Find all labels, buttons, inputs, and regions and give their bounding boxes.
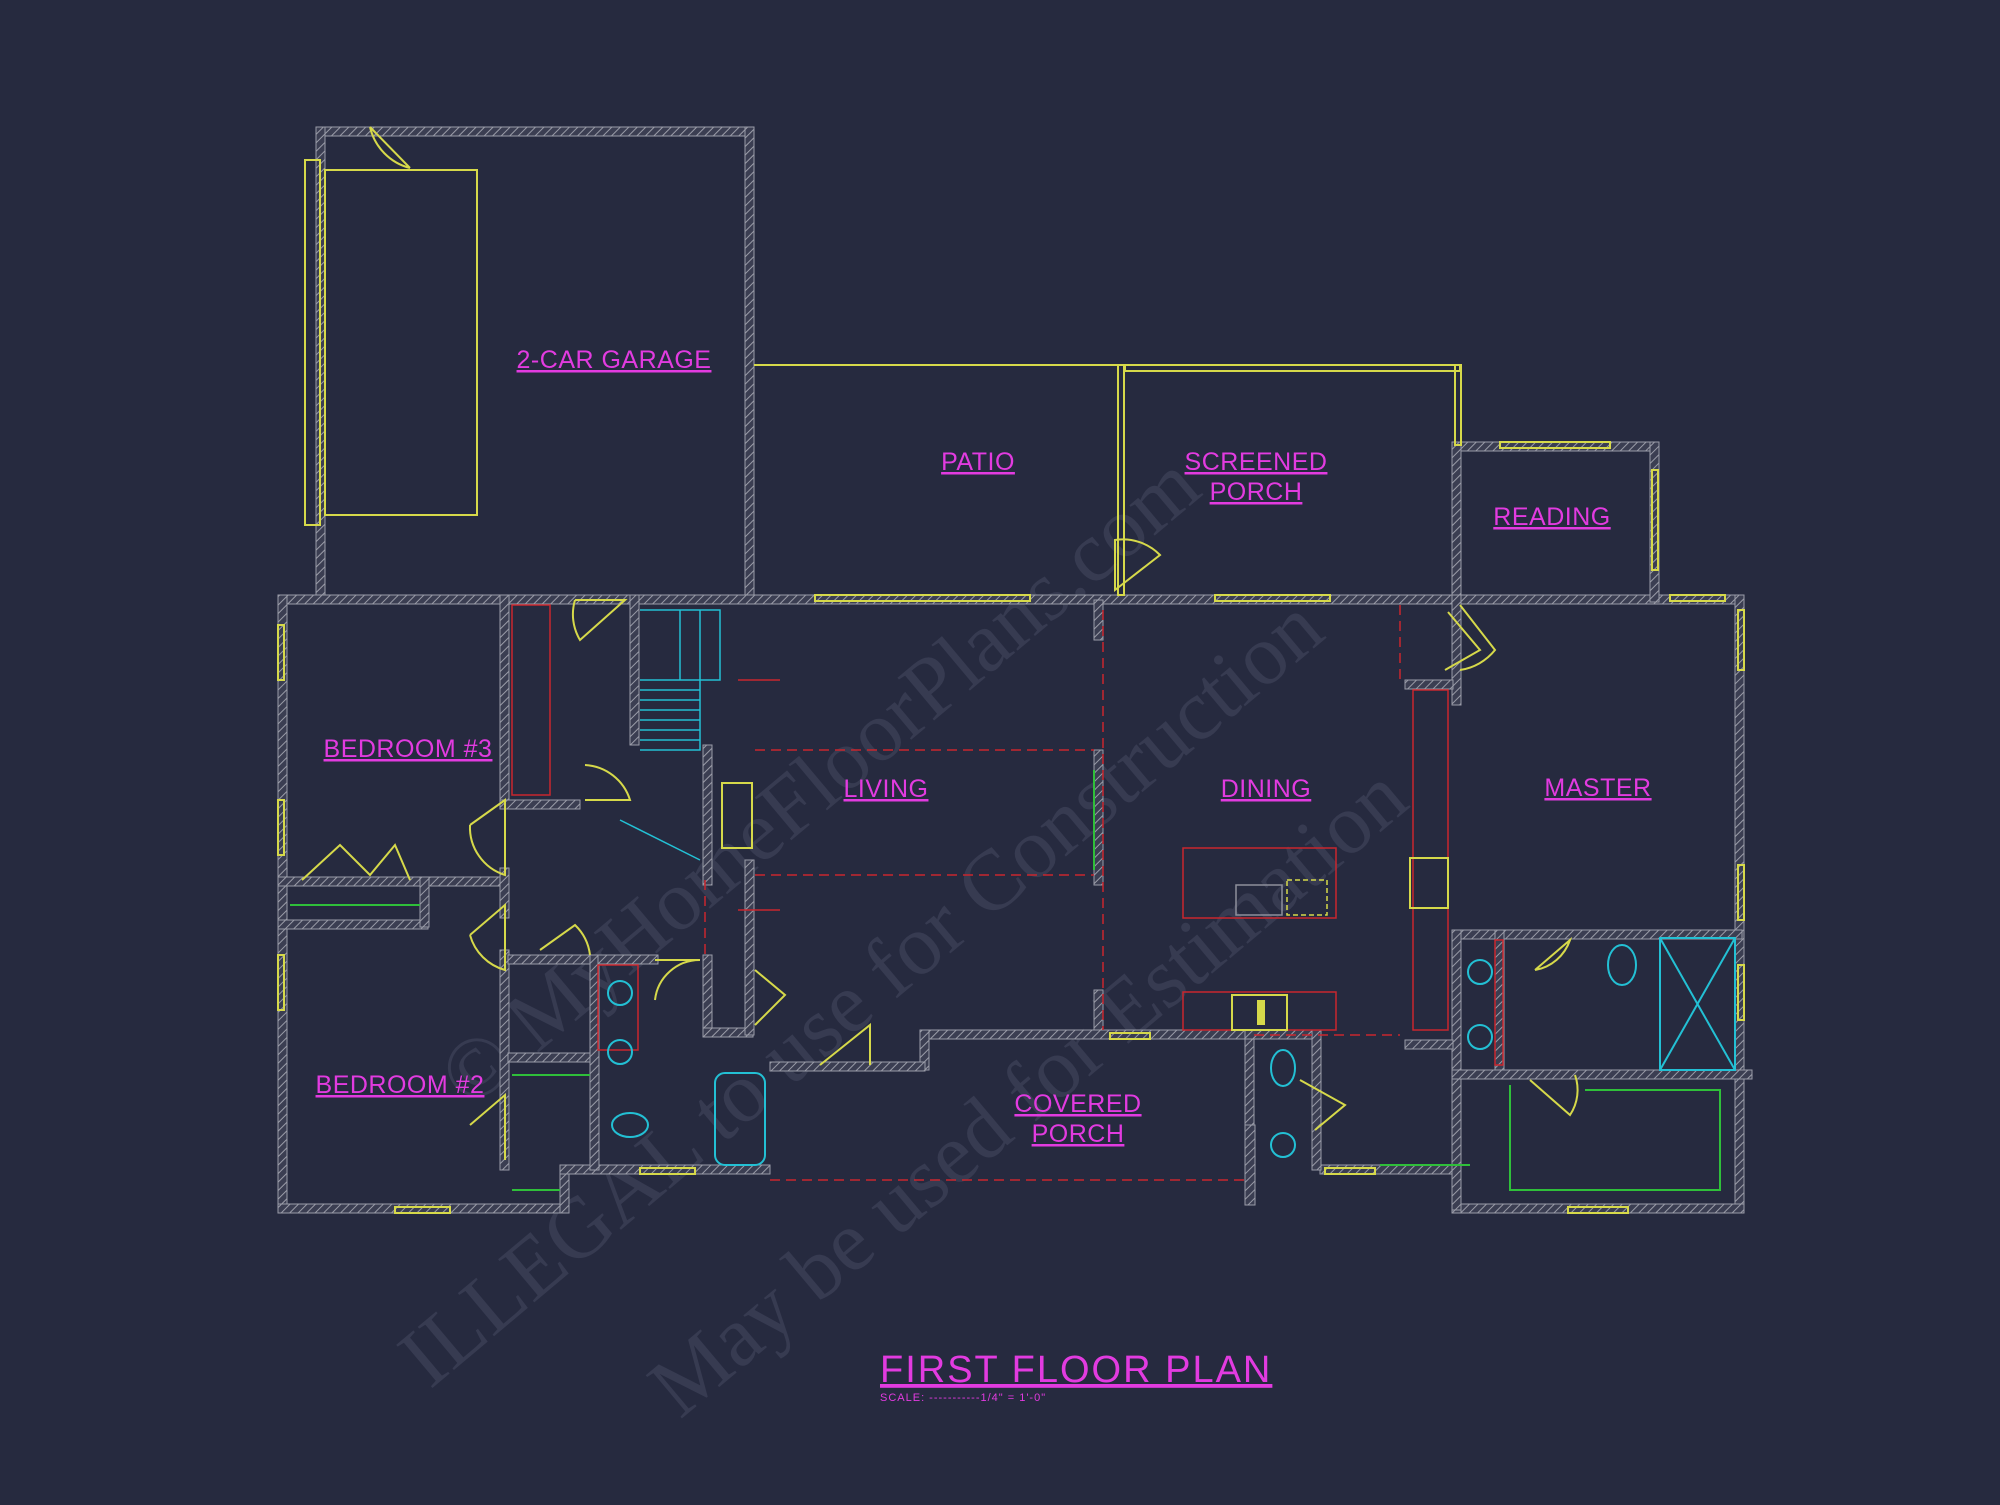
room-label-dining: DINING — [1221, 775, 1312, 803]
doors — [301, 126, 1579, 1160]
sink-icon — [607, 980, 633, 1006]
windows — [277, 159, 1745, 1214]
sink-icon — [607, 1039, 633, 1065]
range — [1231, 857, 1449, 1031]
toilet-icon — [1607, 944, 1637, 986]
toilet-icon — [1270, 1049, 1296, 1087]
room-label-covered-porch-1: COVERED — [1014, 1090, 1141, 1118]
watermark: © MyHomeFloorPlans.com ILLEGAL to use fo… — [381, 435, 1425, 1435]
plan-title: FIRST FLOOR PLAN — [880, 1349, 1272, 1391]
plan-scale: SCALE: -----------1/4" = 1'-0" — [880, 1392, 1046, 1404]
room-label-garage: 2-CAR GARAGE — [517, 346, 712, 374]
room-labels: 2-CAR GARAGE PATIO SCREENED PORCH READIN… — [316, 346, 1652, 1148]
beams — [704, 605, 1401, 1181]
room-label-bedroom3: BEDROOM #3 — [324, 735, 493, 763]
sink-icon — [1467, 959, 1493, 985]
walls — [277, 126, 1753, 1214]
stair — [619, 609, 721, 861]
room-label-screened-porch-2: PORCH — [1210, 478, 1303, 506]
bathtub-icon — [714, 1072, 766, 1166]
closet-shelves — [290, 770, 1721, 1191]
plumbing-fixtures — [607, 937, 1736, 1166]
shower-icon — [1659, 937, 1736, 1071]
room-label-patio: PATIO — [941, 448, 1015, 476]
room-label-covered-porch-2: PORCH — [1032, 1120, 1125, 1148]
room-label-master: MASTER — [1544, 774, 1651, 802]
room-label-bedroom2: BEDROOM #2 — [316, 1071, 485, 1099]
room-label-screened-porch-1: SCREENED — [1185, 448, 1328, 476]
room-label-living: LIVING — [844, 775, 929, 803]
sink-icon — [1270, 1132, 1296, 1158]
sink-icon — [1467, 1024, 1493, 1050]
toilet-icon — [611, 1112, 649, 1138]
room-label-reading: READING — [1493, 503, 1610, 531]
